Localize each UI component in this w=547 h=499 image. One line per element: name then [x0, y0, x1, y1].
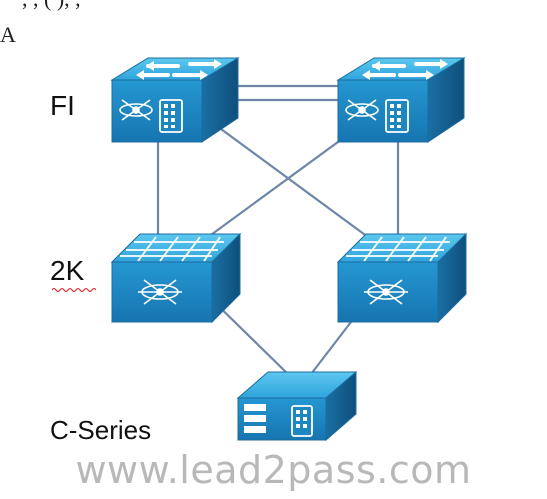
arrows-icon	[362, 59, 448, 80]
label-2k-text: 2K	[50, 255, 85, 286]
module-icon	[385, 99, 409, 133]
label-2k: 2K	[50, 255, 96, 293]
grid-icon	[120, 236, 224, 262]
fi-switch-left	[110, 57, 240, 143]
fabric-interconnect-icon	[345, 99, 379, 121]
c-series-server	[236, 370, 358, 442]
fabric-interconnect-icon	[119, 99, 153, 121]
module-icon	[291, 405, 313, 437]
label-fi: FI	[50, 90, 75, 121]
header-fragment: , , ( ), ,	[22, 0, 81, 12]
fi-switch-right	[336, 57, 466, 143]
module-icon	[159, 99, 183, 133]
fabric-extender-icon	[138, 279, 182, 305]
spellcheck-squiggle	[52, 287, 96, 293]
fabric-extender-icon	[364, 279, 408, 305]
grid-icon	[346, 236, 450, 262]
fex-left	[110, 232, 242, 324]
corner-character: A	[0, 22, 16, 47]
label-c-series: C-Series	[50, 415, 152, 445]
arrows-icon	[136, 59, 222, 80]
fex-right	[336, 232, 468, 324]
server-icon	[244, 404, 266, 433]
watermark: www.lead2pass.com	[75, 448, 472, 492]
